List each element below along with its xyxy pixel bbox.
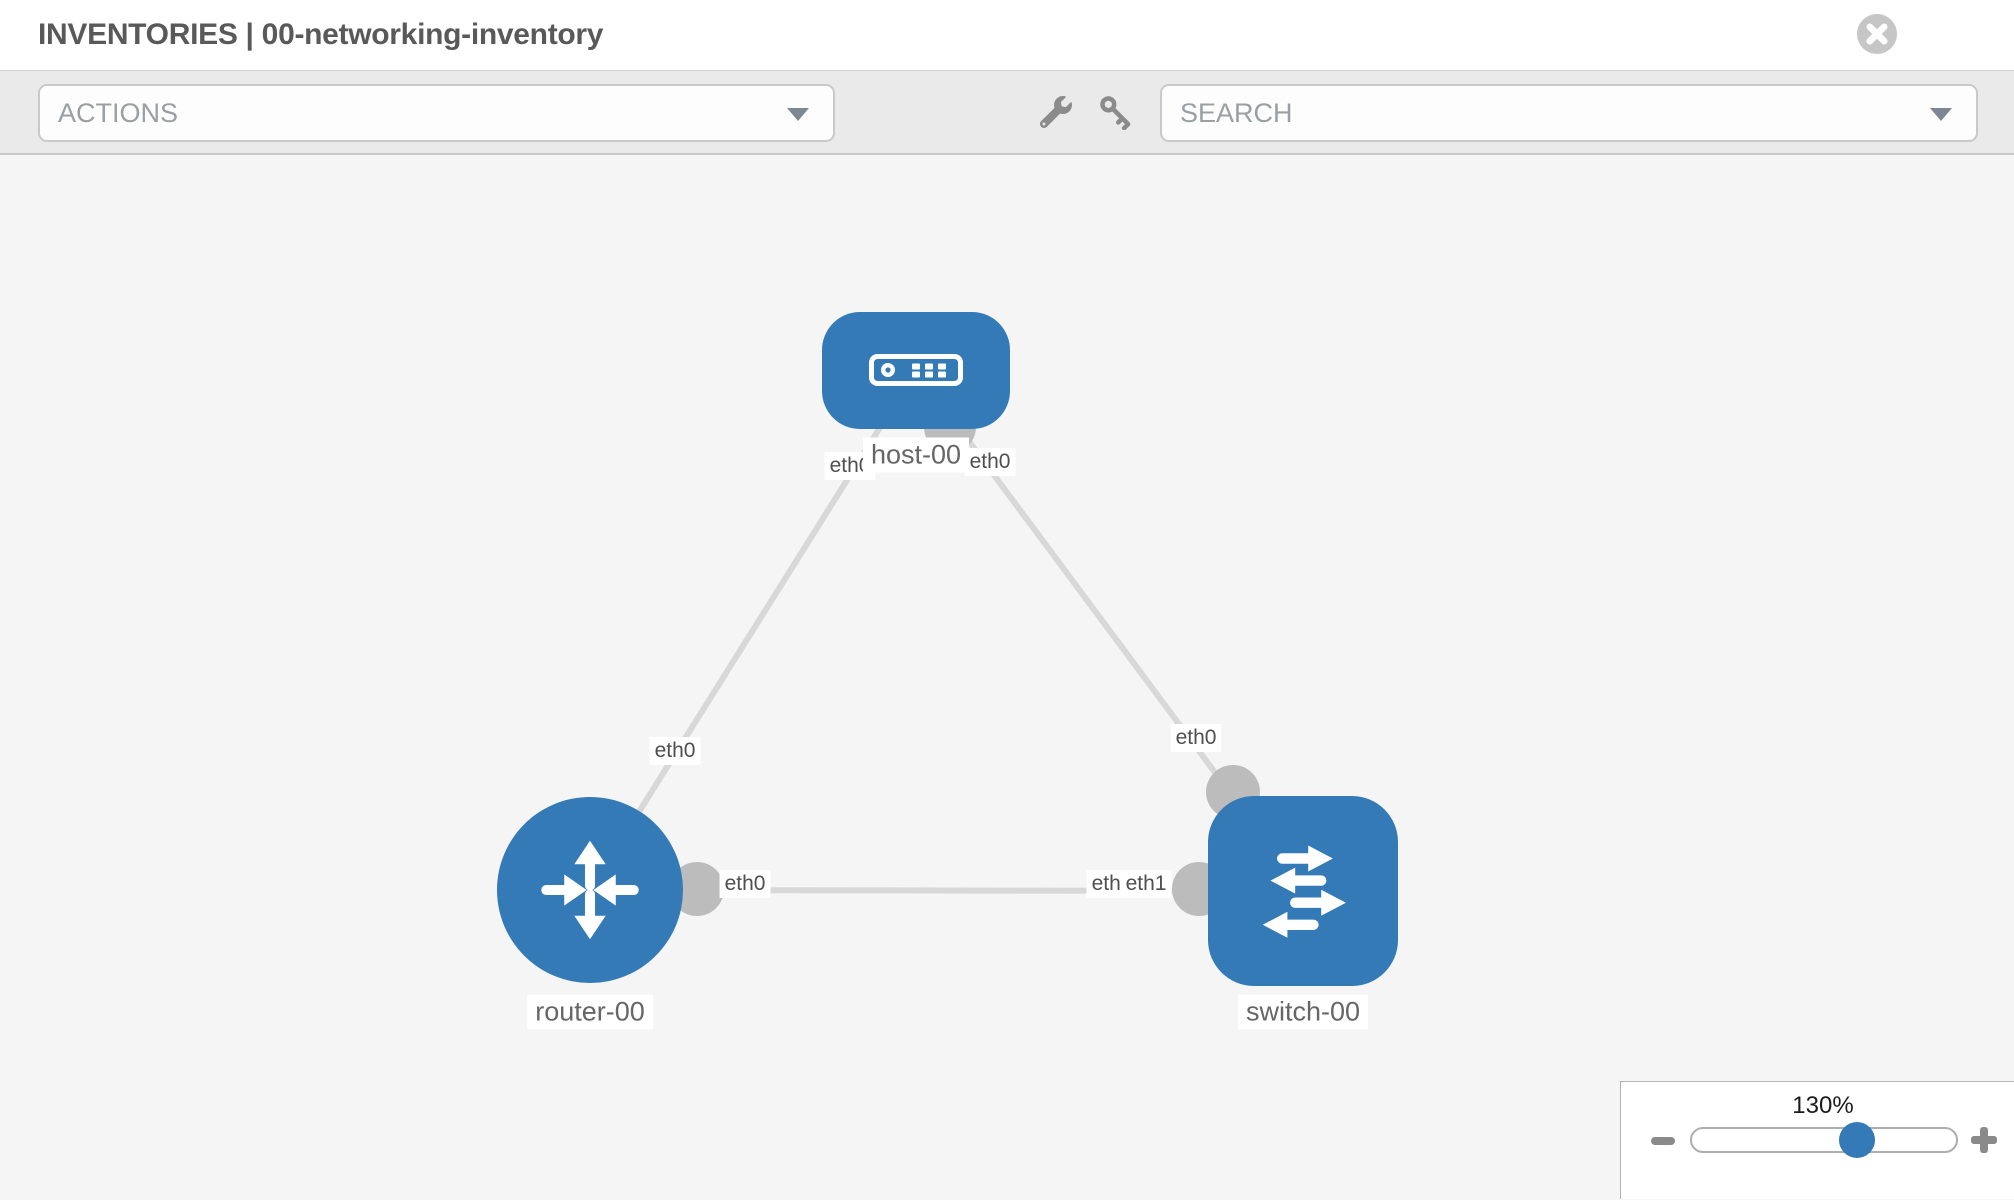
zoom-value: 130% [1792,1092,1854,1119]
toolbar: ACTIONS SEARCH [0,71,2014,155]
node-label-host-00: host-00 [862,437,970,473]
interface-connector[interactable] [670,862,724,916]
zoom-in-button[interactable] [1971,1127,1997,1153]
page-title: INVENTORIES | 00-networking-inventory [38,18,604,51]
zoom-slider-thumb[interactable] [1839,1122,1876,1158]
interface-label: eth0 [964,448,1016,476]
switch-icon [1262,845,1346,938]
zoom-panel: 130% [1620,1081,2014,1199]
interface-label: eth0 [1170,724,1222,752]
interface-label: eth0 [719,870,771,898]
node-label-router-00: router-00 [527,994,653,1030]
interface-label: eth1 [1120,870,1172,898]
node-router-00[interactable] [497,797,683,983]
key-icon[interactable] [1098,94,1134,130]
node-switch-00[interactable] [1208,796,1398,986]
zoom-out-button[interactable] [1651,1137,1675,1145]
chevron-down-icon [1930,108,1952,121]
close-icon [1856,13,1898,55]
router-icon [541,840,639,940]
host-icon [869,354,963,386]
topology-links-layer [587,368,1306,916]
window-header: INVENTORIES | 00-networking-inventory [0,0,2014,71]
toolbar-icons [1040,71,1134,153]
chevron-down-icon [787,108,809,121]
interface-label: eth0 [649,737,701,765]
actions-dropdown-label: ACTIONS [58,97,179,128]
zoom-slider[interactable] [1690,1122,1958,1158]
actions-dropdown[interactable]: ACTIONS [38,84,835,142]
search-input-placeholder: SEARCH [1180,97,1293,128]
wrench-icon[interactable] [1040,96,1072,128]
search-dropdown[interactable]: SEARCH [1160,84,1978,142]
node-label-switch-00: switch-00 [1237,994,1369,1030]
close-button[interactable] [1856,13,1898,55]
node-host-00[interactable] [822,311,1010,429]
